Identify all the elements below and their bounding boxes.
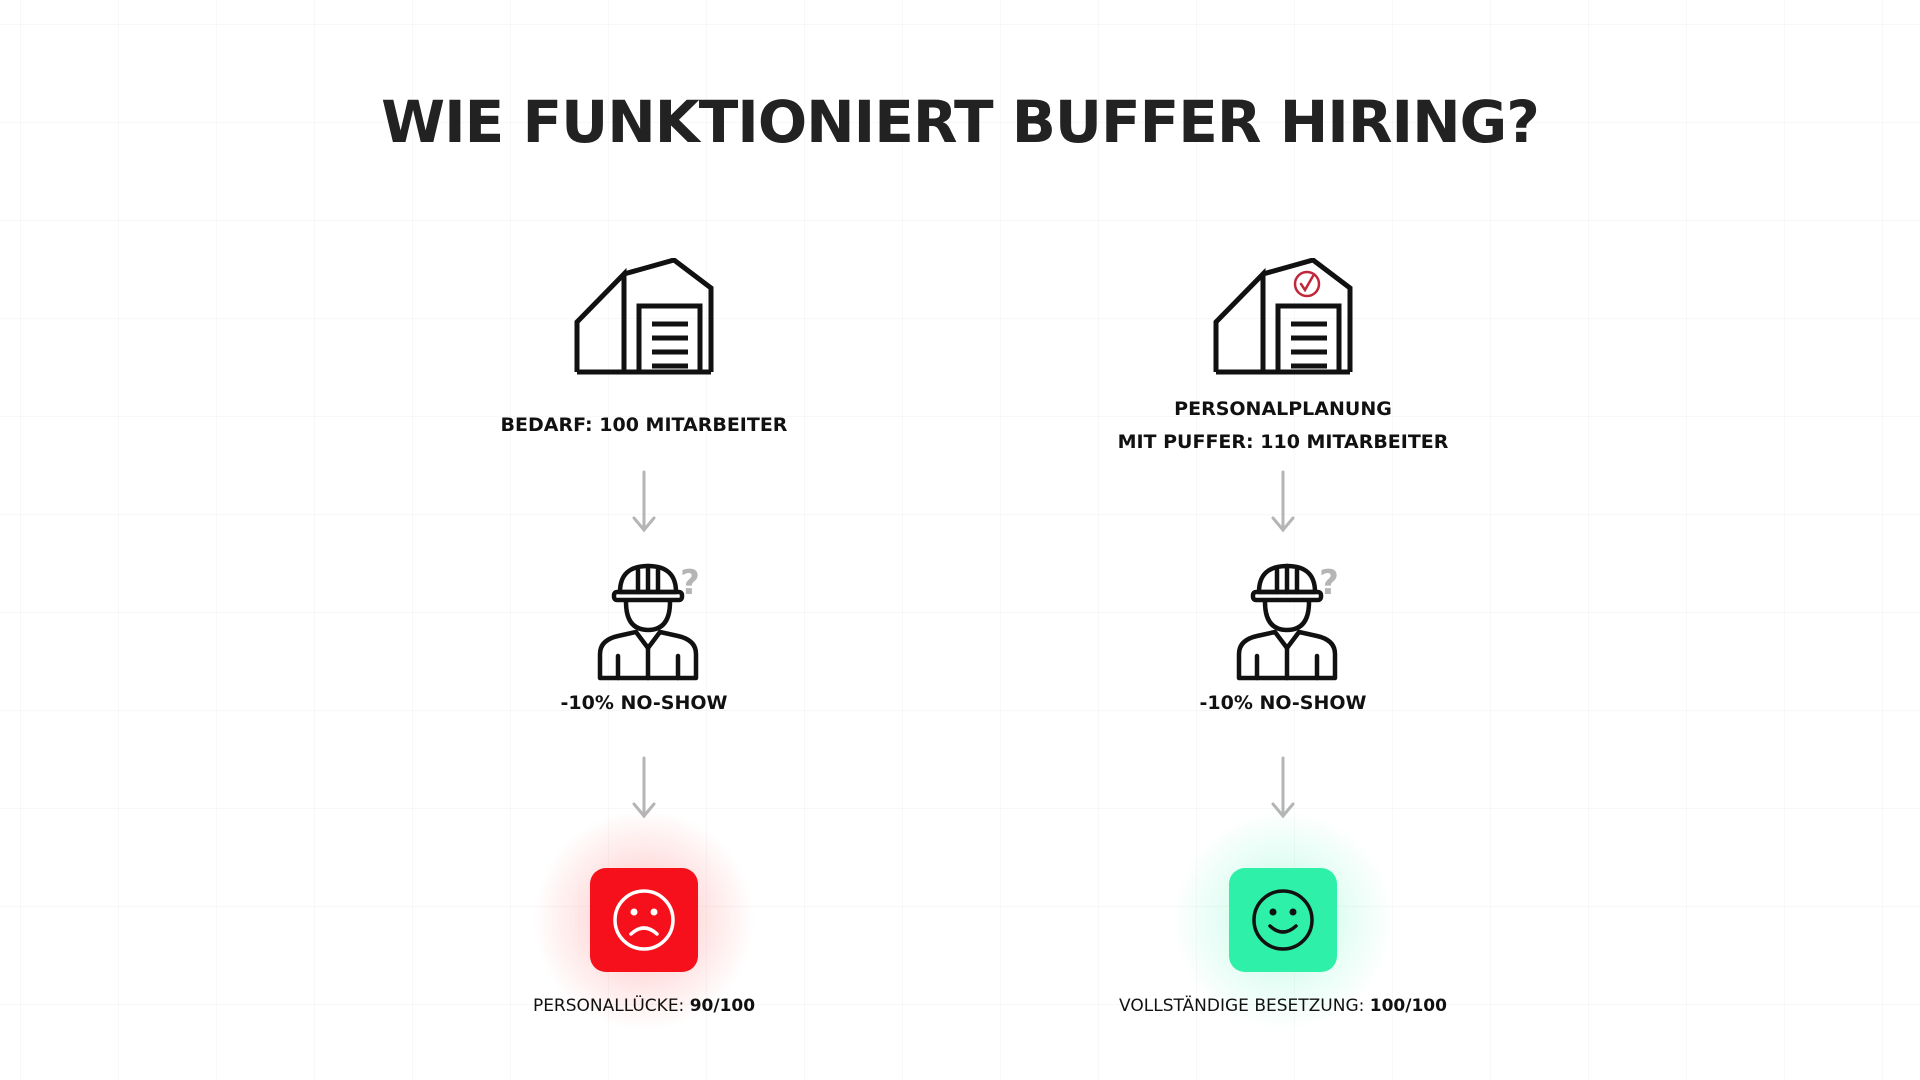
planning-label: PERSONALPLANUNG MIT PUFFER: 110 MITARBEI… [1023, 393, 1543, 459]
outcome-badge-bad [590, 868, 698, 972]
result-label: VOLLSTÄNDIGE BESETZUNG: 100/100 [1023, 996, 1543, 1016]
result-text: PERSONALLÜCKE: [532, 996, 690, 1016]
warehouse-icon [574, 258, 714, 375]
result-label: PERSONALLÜCKE: 90/100 [384, 996, 904, 1016]
arrow-down-icon [1271, 470, 1295, 533]
planning-line-2: MIT PUFFER: 110 MITARBEITER [1117, 431, 1449, 453]
worker-question-icon: ? [597, 563, 700, 681]
requirement-line: BEDARF: 100 MITARBEITER [500, 414, 788, 436]
page-title: WIE FUNKTIONIERT BUFFER HIRING? [381, 88, 1540, 156]
svg-text:?: ? [680, 563, 700, 603]
result-value: 100/100 [1369, 996, 1447, 1016]
result-text: VOLLSTÄNDIGE BESETZUNG: [1119, 996, 1370, 1016]
svg-text:?: ? [1319, 563, 1339, 603]
requirement-label: BEDARF: 100 MITARBEITER [384, 409, 904, 442]
worker-question-icon: ? [1236, 563, 1339, 681]
arrow-down-icon [632, 756, 656, 819]
warehouse-check-icon [1213, 258, 1353, 375]
column-without-buffer: BEDARF: 100 MITARBEITER ? [384, 0, 904, 1080]
planning-line-1: PERSONALPLANUNG [1174, 398, 1392, 420]
arrow-down-icon [632, 470, 656, 533]
happy-face-icon [1252, 889, 1314, 951]
no-show-label: -10% NO-SHOW [560, 692, 728, 714]
sad-face-icon [613, 889, 675, 951]
column-with-buffer: PERSONALPLANUNG MIT PUFFER: 110 MITARBEI… [1023, 0, 1543, 1080]
outcome-badge-good [1229, 868, 1337, 972]
result-value: 90/100 [689, 996, 756, 1016]
arrow-down-icon [1271, 756, 1295, 819]
no-show-label: -10% NO-SHOW [1199, 692, 1367, 714]
